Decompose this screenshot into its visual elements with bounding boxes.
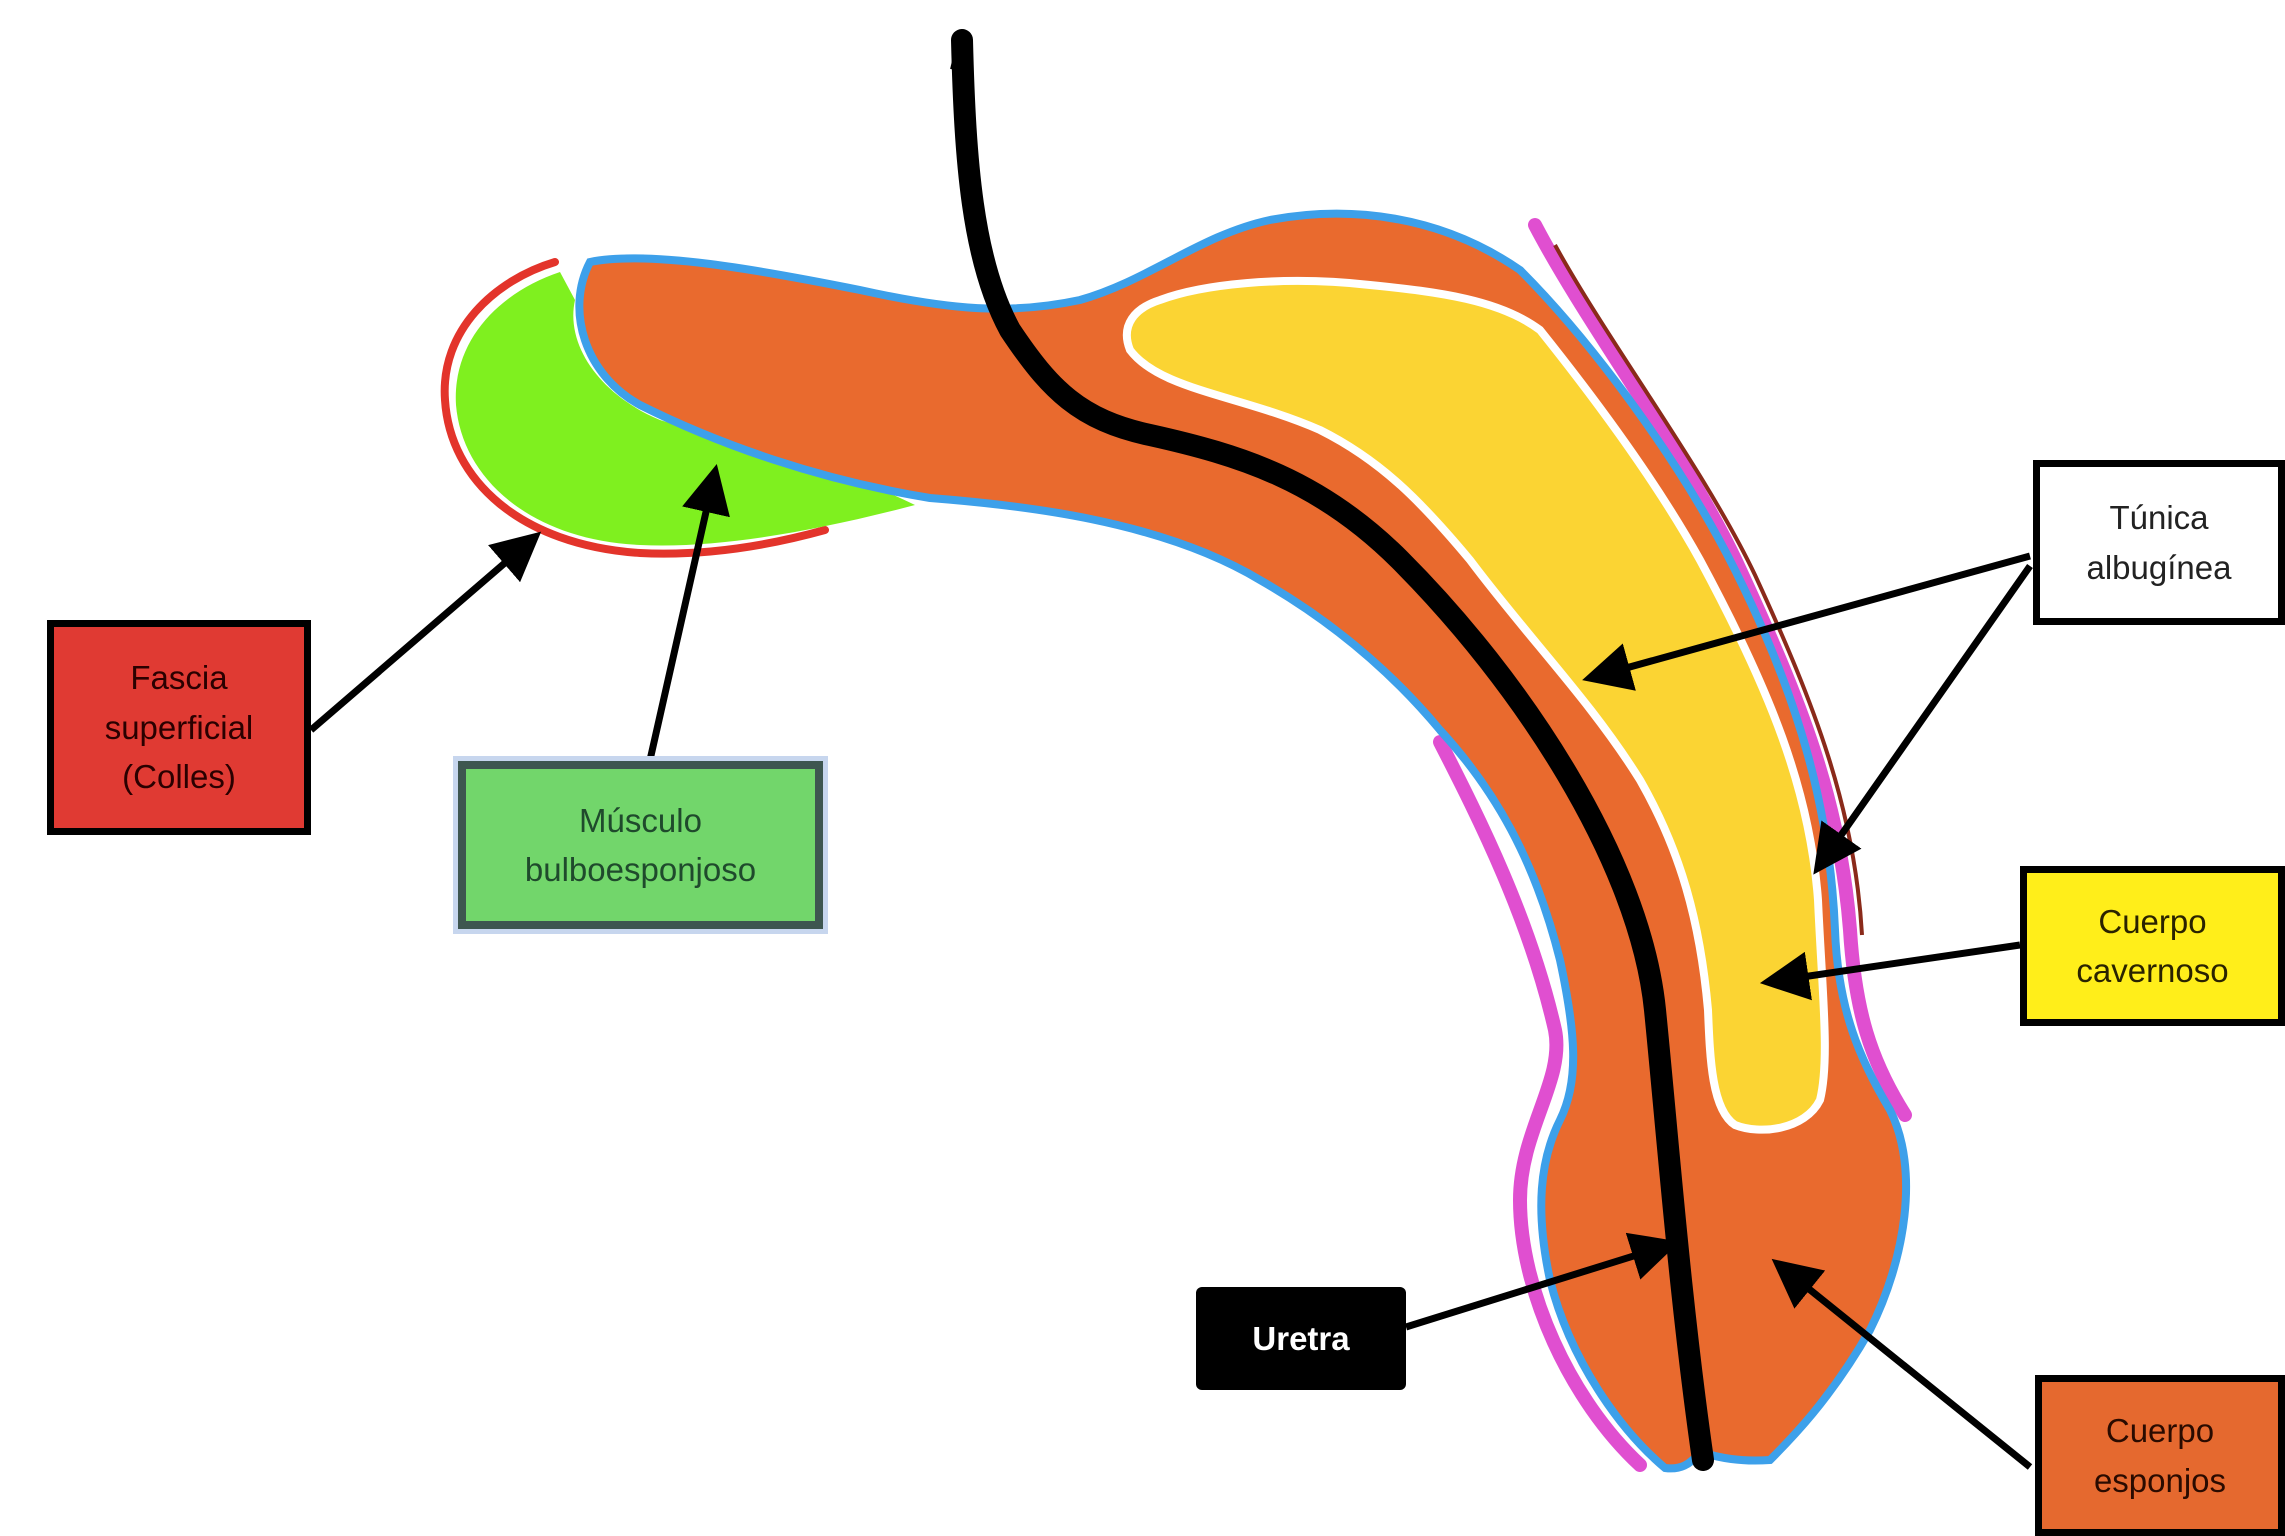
label-uretra-text: Uretra [1252,1314,1349,1364]
label-cuerpo-cavernoso-text: Cuerpo cavernoso [2076,897,2228,996]
label-cuerpo-esponjoso: Cuerpo esponjos [2035,1375,2285,1536]
label-fascia-superficial: Fascia superficial (Colles) [47,620,311,835]
arrow-tunica-to-shaft [1818,566,2030,868]
label-tunica-text: Túnica albugínea [2087,493,2232,592]
urethra-top-tick [955,40,962,70]
label-cuerpo-esponjoso-text: Cuerpo esponjos [2094,1406,2226,1505]
label-fascia-text: Fascia superficial (Colles) [105,653,254,802]
label-musculo-bulboesponjoso: Músculo bulboesponjoso [458,761,823,929]
arrow-fascia [311,537,535,730]
label-tunica-albuginea: Túnica albugínea [2033,460,2285,625]
label-cuerpo-cavernoso: Cuerpo cavernoso [2020,866,2285,1026]
label-uretra: Uretra [1196,1287,1406,1390]
label-musculo-text: Músculo bulboesponjoso [525,796,756,895]
